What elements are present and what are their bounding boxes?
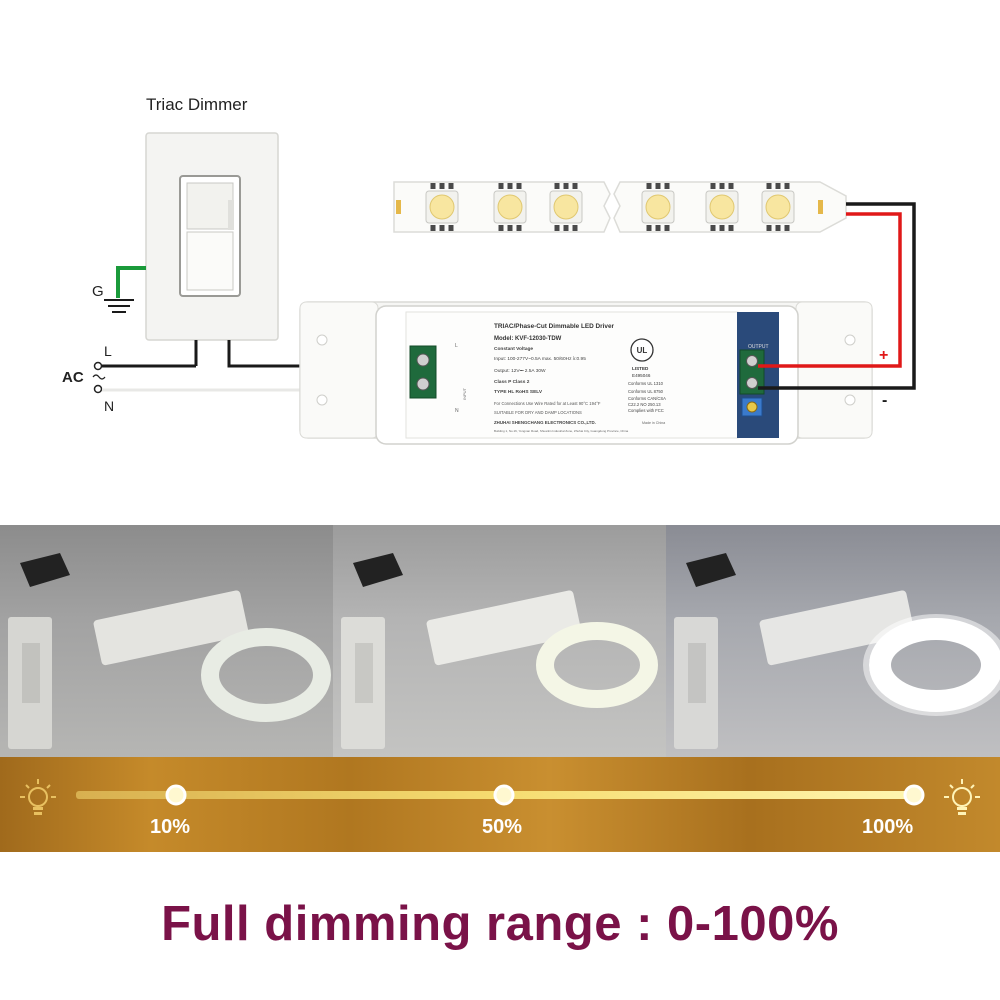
ul-file-number: E495046 (632, 373, 651, 378)
driver-manufacturer: ZHUHAI SHENGCHANG ELECTRONICS CO.,LTD. (494, 420, 596, 425)
conform-csa: Conforms CAN/CSA (628, 396, 666, 401)
driver-constant-voltage: Constant Voltage (494, 346, 533, 352)
driver-type: TYPE HL RoHS SELV (494, 389, 543, 395)
dimmer-title: Triac Dimmer (146, 95, 248, 114)
bulb-bright-icon (944, 779, 980, 815)
neutral-label: N (104, 398, 114, 414)
led-chip (761, 183, 795, 231)
ground-label: G (92, 283, 104, 300)
driver-class: Class P Class 2 (494, 379, 530, 385)
ul-listed-mark: UL (630, 338, 654, 362)
photo-50-percent (333, 525, 666, 760)
led-chip (425, 183, 459, 231)
line-label: L (104, 343, 112, 359)
dc-wires (758, 202, 916, 390)
level-label-10: 10% (150, 816, 191, 838)
level-marker-100 (903, 784, 925, 806)
driver-output: Output: 12V⎓ 2.5A 30W (494, 368, 546, 374)
conform-ul8750: Conforms UL 8750 (628, 389, 664, 394)
led-driver (299, 301, 873, 445)
driver-location-note: SUITABLE FOR DRY AND DAMP LOCATIONS (494, 410, 582, 415)
ground-symbol (104, 266, 146, 313)
ac-label: AC (62, 369, 84, 386)
driver-address: Building 1, No.16, Yongnan Road, Shuanli… (494, 429, 629, 433)
photo-100-percent (666, 525, 1000, 760)
conform-ul1310: Conforms UL 1310 (628, 381, 664, 386)
led-chip (493, 183, 527, 231)
driver-input: Input: 100-277V~0.5A max. 50/60Hz λ:0.95 (494, 356, 586, 362)
bulb-dim-icon (20, 779, 56, 815)
dimming-photos (0, 525, 1000, 760)
driver-made-in: Made in China (642, 421, 665, 425)
driver-title: TRIAC/Phase-Cut Dimmable LED Driver (494, 323, 615, 330)
level-label-50: 50% (482, 816, 523, 838)
triac-dimmer (145, 132, 279, 341)
input-terminal-N: N (455, 408, 459, 414)
input-terminal-label: INPUT (462, 387, 467, 400)
output-terminal-label: OUTPUT (748, 344, 769, 350)
input-terminal-L: L (455, 343, 458, 349)
level-marker-10 (165, 784, 187, 806)
level-marker-50 (493, 784, 515, 806)
led-chip (705, 183, 739, 231)
conform-fcc: Complies with FCC (628, 408, 664, 413)
driver-model: Model: KVF-12030-TDW (494, 336, 562, 342)
driver-connection-note: For Connections Use Wire Rated for at Le… (494, 401, 601, 406)
led-chip (549, 183, 583, 231)
conform-csa-number: C22.2 NO 250.13 (628, 402, 661, 407)
dimming-level-band (0, 757, 1000, 852)
led-chip (641, 183, 675, 231)
svg-text:UL: UL (637, 346, 648, 355)
led-chips (425, 183, 795, 231)
level-label-100: 100% (862, 816, 914, 838)
minus-label: - (882, 392, 887, 409)
headline: Full dimming range : 0-100% (161, 897, 839, 951)
photo-10-percent (0, 525, 333, 760)
wiring-diagram: Triac Dimmer G AC L N (62, 95, 916, 445)
plus-label: + (879, 347, 888, 364)
ul-listed-label: LISTED (632, 366, 649, 371)
